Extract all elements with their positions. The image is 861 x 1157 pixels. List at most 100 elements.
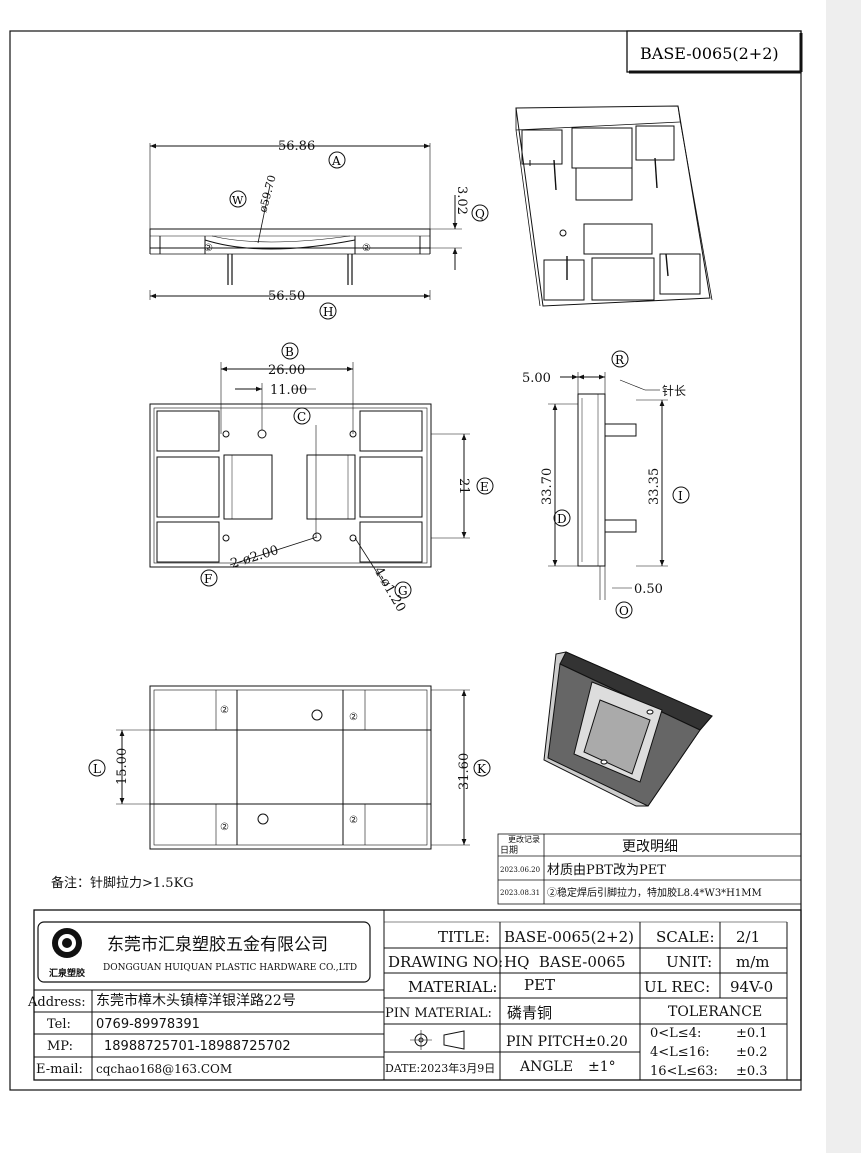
dim-height: 3.02 [454,186,469,215]
tol-range-1: 0<L≤4: [650,1026,701,1041]
svg-text:D: D [557,512,567,526]
company-name-en: DONGGUAN HUIQUAN PLASTIC HARDWARE CO.,LT… [103,963,357,973]
ul-label: UL REC: [644,978,710,996]
pin-material-value: 磷青铜 [507,1004,552,1022]
angle-label: ANGLE [519,1059,573,1075]
isometric-view-bottom [543,651,713,807]
title-value: BASE-0065(2+2) [504,928,634,946]
revision-row-2-date: 2023.08.31 [500,889,540,897]
tel-label: Tel: [47,1017,71,1032]
svg-text:H: H [323,305,333,319]
drawing-id-box: BASE-0065(2+2) [626,30,803,74]
revision-row-2-text: ②稳定焊后引脚拉力，特加胶L8.4*W3*H1MM [547,886,762,899]
revision-row-1-date: 2023.06.20 [500,866,540,874]
revision-table [497,833,802,905]
ul-value: 94V-0 [730,978,773,996]
drawing-no-label: DRAWING NO: [388,953,503,971]
technical-drawing: BASE-0065(2+2) 56.86 [9,30,803,1091]
circle-label-r: R [611,350,629,368]
company-logo: Q 汇泉塑胶 [49,928,85,979]
mp-value: 18988725701-18988725702 [104,1039,291,1054]
svg-text:A: A [331,154,341,168]
revision-header-date: 日期 [500,845,518,856]
circle-label-b: B [281,342,299,360]
dim-bottom-width: 56.50 [268,289,305,304]
unit-label: UNIT: [666,953,712,971]
circle-label-k: K [473,759,491,777]
svg-text:K: K [477,762,487,776]
sheet-border [9,30,802,1091]
tol-range-3: 16<L≤63: [650,1064,718,1079]
tol-value-2: ±0.2 [736,1045,768,1060]
circle-label-c: C [293,407,311,425]
email-value: cqchao168@163.COM [96,1062,232,1076]
title-label: TITLE: [438,928,490,946]
bottom-view-labels: 15.00 31.60 ② ② ② ② [115,705,472,833]
material-value: PET [524,976,555,994]
side-view [548,372,668,600]
angle-value: ±1° [588,1059,616,1075]
tol-range-2: 4<L≤16: [650,1045,710,1060]
circle-label-h: H [319,302,337,320]
drawing-sheet: BASE-0065(2+2) 56.86 [9,30,803,1091]
circle-label-i: I [672,486,690,504]
dim-top-width: 56.86 [278,139,315,154]
dim-radius: ø59.70 [256,174,278,214]
address-value: 东莞市樟木头镇樟洋银洋路22号 [96,992,296,1009]
drawing-no-value: HQ BASE-0065 [504,953,626,971]
front-view [149,143,462,300]
top-view [149,362,470,586]
svg-text:E: E [480,480,489,494]
svg-text:G: G [398,584,408,598]
circle-label-o: O [615,601,633,619]
svg-text:B: B [285,345,294,359]
circle-label-a: A [328,151,346,169]
circle-label-q: Q [471,204,489,222]
note-text: 备注：针脚拉力>1.5KG [51,875,194,891]
pin-material-label: PIN MATERIAL: [385,1006,492,1021]
title-block-text: 东莞市汇泉塑胶五金有限公司 DONGGUAN HUIQUAN PLASTIC H… [27,928,773,1079]
dim-side-thickness: 0.50 [634,582,663,597]
tol-value-1: ±0.1 [736,1026,768,1041]
revision-header-title: 更改明细 [622,839,678,855]
tel-value: 0769-89978391 [96,1017,200,1032]
svg-text:O: O [619,604,629,618]
dim-pin-span: 11.00 [270,383,307,398]
dim-pin-length: 针长 [662,383,686,398]
circle-label-g: G [394,581,412,599]
svg-text:F: F [204,572,212,586]
svg-text:Q: Q [475,207,485,221]
dim-inner-height: 21 [456,478,471,495]
dim-bottom-span: 15.00 [115,748,130,785]
dim-hole-span: 26.00 [268,363,305,378]
email-label: E-mail: [36,1062,83,1077]
company-name-cn: 东莞市汇泉塑胶五金有限公司 [107,935,328,955]
pin-marker-bottom-4: ② [349,815,358,826]
date-label: DATE:2023年3月9日 [385,1061,495,1075]
pin-pitch: PIN PITCH±0.20 [506,1034,628,1050]
dim-side-height-inner: 33.35 [647,468,662,505]
svg-text:L: L [93,762,101,776]
logo-caption: 汇泉塑胶 [49,967,85,979]
pin-marker-bottom-3: ② [220,822,229,833]
top-view-labels: 26.00 11.00 21 2-ø2.00 4-ø1.20 [229,363,471,615]
pin-marker-bottom-1: ② [220,705,229,716]
side-view-labels: 5.00 针长 33.70 33.35 0.50 [522,371,686,597]
revision-table-text: 更改记录 日期 更改明细 2023.06.20 材质由PBT改为PET 2023… [500,834,762,899]
isometric-view-top [515,105,713,307]
title-block [33,909,802,1081]
svg-text:I: I [678,489,683,503]
tolerance-label: TOLERANCE [668,1004,762,1020]
svg-text:W: W [232,194,244,207]
circle-label-d: D [553,509,571,527]
mp-label: MP: [47,1039,73,1054]
pin-marker-left-front: ② [204,243,213,254]
scale-value: 2/1 [736,928,760,946]
unit-value: m/m [736,953,770,971]
drawing-id-text: BASE-0065(2+2) [640,44,779,63]
revision-header-small: 更改记录 [508,834,540,844]
dim-hole-dia-2: 2-ø2.00 [229,543,281,572]
dim-bottom-height: 31.60 [457,753,472,790]
material-label: MATERIAL: [408,978,497,996]
pin-marker-bottom-2: ② [349,712,358,723]
